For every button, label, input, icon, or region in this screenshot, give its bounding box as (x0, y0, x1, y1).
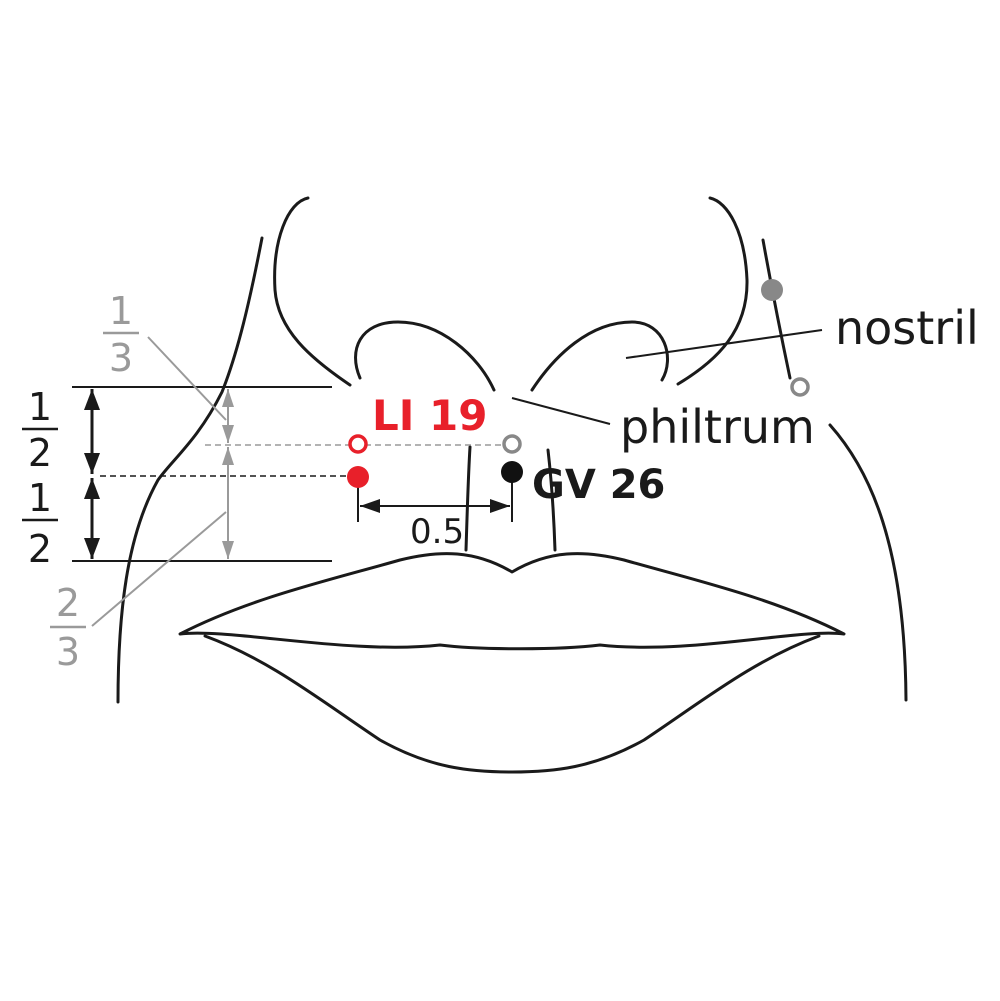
li19-reference-point-open (348, 434, 368, 454)
philtrum-right-line (546, 448, 557, 552)
nostril-leader (625, 329, 823, 359)
right-nostril-outline (530, 320, 669, 392)
upper-third-denominator: 3 (109, 336, 133, 380)
distance-arrow-right (490, 499, 510, 513)
lower-two-thirds-denominator: 3 (56, 630, 80, 674)
nose-side-grey-point (761, 279, 783, 301)
lower-lip-outline (203, 634, 821, 774)
lower-half-numerator: 1 (28, 476, 52, 520)
right-nose-wing-outline (676, 196, 749, 386)
gv26-point (501, 461, 523, 483)
lower-half-arrow-bottom (84, 538, 100, 559)
upper-third-numerator: 1 (109, 289, 133, 333)
philtrum-label: philtrum (620, 400, 815, 454)
upper-third-arrow-bottom (222, 425, 234, 443)
gv26-label: GV 26 (532, 462, 665, 508)
lower-two-thirds-numerator: 2 (56, 581, 80, 625)
upper-half-numerator: 1 (28, 385, 52, 429)
upper-half-arrow-bottom (84, 453, 100, 474)
distance-arrow-left (360, 499, 380, 513)
lower-two-thirds-arrow-bottom (222, 541, 234, 559)
distance-label: 0.5 (410, 512, 464, 552)
right-cheek-outline (761, 238, 792, 380)
nostril-label: nostril (835, 301, 979, 355)
left-cheek-outline (116, 236, 264, 704)
li19-label: LI 19 (372, 391, 487, 440)
right-cheek-lower-outline (828, 423, 908, 702)
philtrum-left-line (464, 445, 472, 552)
li19-point (347, 466, 369, 488)
upper-third-leader (147, 336, 227, 421)
upper-half-denominator: 2 (28, 431, 52, 475)
left-nose-wing-outline (273, 196, 352, 387)
lower-two-thirds-arrow-top (222, 447, 234, 465)
gv26-reference-point-open (502, 434, 522, 454)
lower-half-denominator: 2 (28, 527, 52, 571)
philtrum-leader (511, 397, 611, 425)
upper-lip-outline (178, 552, 846, 651)
lower-half-arrow-top (84, 478, 100, 499)
left-nostril-outline (354, 320, 496, 392)
upper-third-arrow-top (222, 389, 234, 407)
lower-two-thirds-leader (91, 511, 227, 627)
nose-side-grey-open-point (790, 377, 810, 397)
upper-half-arrow-top (84, 389, 100, 410)
